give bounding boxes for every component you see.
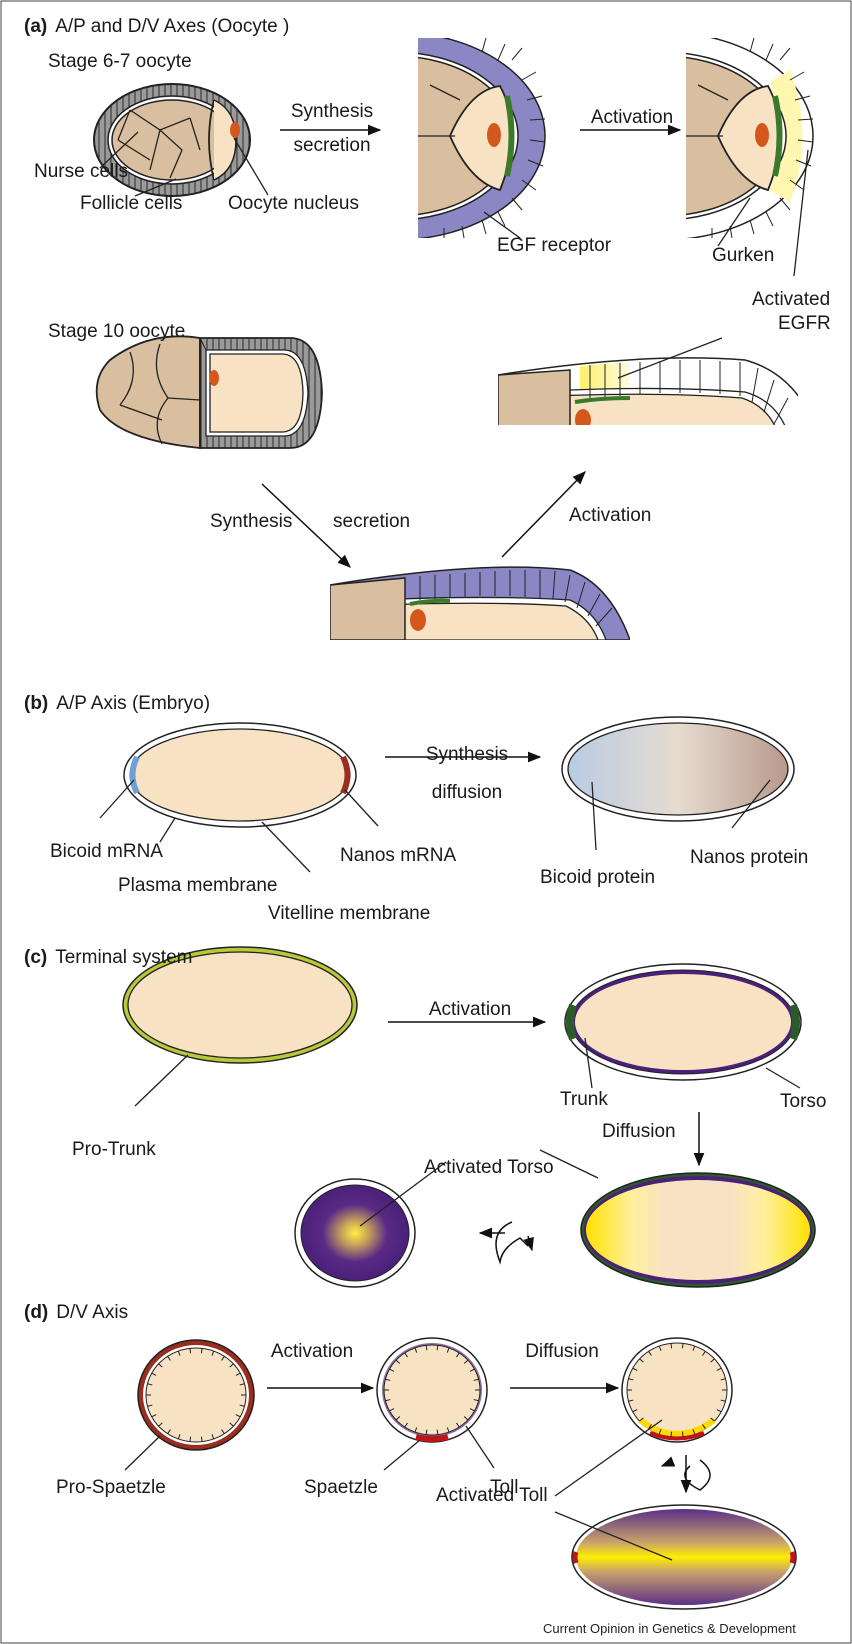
membrane-tick — [426, 1430, 427, 1435]
membrane-tick — [426, 1345, 427, 1350]
panel-c-tag: (c) — [24, 947, 47, 968]
synthesis-a-label: Synthesis — [291, 102, 373, 123]
activation-d-label: Activation — [271, 1342, 353, 1363]
oocyte-nucleus-label: Oocyte nucleus — [228, 194, 359, 215]
membrane-tick — [437, 1345, 438, 1350]
panel-b-title: (b) A/P Axis (Embryo) — [24, 694, 210, 715]
spaetzle-label: Spaetzle — [304, 1478, 378, 1499]
embryo-mrna — [124, 723, 356, 827]
stage10-egf-receptor-detail — [330, 567, 630, 640]
synthesis-a2-label: Synthesis — [210, 512, 292, 533]
torso-label: Torso — [780, 1092, 826, 1113]
activation-c-label: Activation — [429, 1000, 511, 1021]
secretion-a-label: secretion — [293, 136, 370, 157]
activated-toll-label: Activated Toll — [436, 1486, 548, 1507]
activated-egfr-detail — [498, 358, 820, 440]
diffusion-b-label: diffusion — [432, 783, 502, 804]
panel-d-title: (d) D/V Axis — [24, 1303, 128, 1324]
diffusion-c-label: Diffusion — [602, 1122, 676, 1143]
panel-c-title-text: Terminal system — [55, 947, 192, 968]
pro-spaetzle-label: Pro-Spaetzle — [56, 1478, 166, 1499]
nurse-cells-label: Nurse cells — [34, 162, 128, 183]
bicoid-mrna-label: Bicoid mRNA — [50, 842, 163, 863]
vitelline-membrane-label: Vitelline membrane — [268, 904, 430, 925]
membrane-tick — [437, 1430, 438, 1435]
embryo-proteins — [562, 717, 794, 821]
activation-a-label: Activation — [591, 108, 673, 129]
trunk-label: Trunk — [560, 1090, 608, 1111]
activated-torso-label: Activated Torso — [424, 1158, 554, 1179]
gurken-detail — [513, 32, 813, 240]
activated-toll-section — [622, 1338, 732, 1442]
bicoid-protein-label: Bicoid protein — [540, 868, 655, 889]
activation-a2-label: Activation — [569, 506, 651, 527]
panel-a-title-text: A/P and D/V Axes (Oocyte ) — [55, 16, 289, 37]
membrane-tick — [190, 1348, 191, 1353]
diffusion-d-label: Diffusion — [525, 1342, 599, 1363]
nanos-mrna-label: Nanos mRNA — [340, 846, 456, 867]
membrane-tick — [671, 1432, 672, 1437]
cross-section-torso — [295, 1179, 415, 1287]
credit-line: Current Opinion in Genetics & Developmen… — [543, 1621, 796, 1636]
panel-d-title-text: D/V Axis — [56, 1302, 128, 1323]
membrane-tick — [682, 1343, 683, 1348]
secretion-a2-label: secretion — [333, 512, 410, 533]
panel-b-title-text: A/P Axis (Embryo) — [56, 693, 210, 714]
pro-trunk-label: Pro-Trunk — [72, 1140, 156, 1161]
nanos-protein-label: Nanos protein — [690, 848, 808, 869]
activated-egfr-label-1: Activated — [752, 290, 830, 311]
membrane-tick — [671, 1343, 672, 1348]
stage67-label: Stage 6-7 oocyte — [48, 52, 192, 73]
membrane-tick — [682, 1432, 683, 1437]
panel-d-tag: (d) — [24, 1302, 48, 1323]
panel-b-tag: (b) — [24, 693, 48, 714]
spaetzle-toll-section — [377, 1338, 487, 1442]
membrane-tick — [201, 1348, 202, 1353]
follicle-cells-label: Follicle cells — [80, 194, 182, 215]
rotation-icon-d — [662, 1455, 710, 1492]
gurken-label: Gurken — [712, 246, 774, 267]
rotation-icon-c — [480, 1222, 532, 1262]
embryo-activated-torso — [581, 1173, 815, 1287]
synthesis-b-label: Synthesis — [426, 745, 508, 766]
pro-spaetzle-section — [138, 1340, 254, 1450]
membrane-tick — [201, 1437, 202, 1442]
panel-c-title: (c) Terminal system — [24, 948, 192, 969]
embryo-torso — [565, 964, 801, 1080]
stage10-label: Stage 10 oocyte — [48, 322, 185, 343]
plasma-membrane-label: Plasma membrane — [118, 876, 277, 897]
panel-a-tag: (a) — [24, 16, 47, 37]
embryo-activated-toll — [572, 1505, 796, 1609]
egf-receptor-label: EGF receptor — [497, 236, 611, 257]
panel-a-title: (a) A/P and D/V Axes (Oocyte ) — [24, 17, 289, 38]
activated-egfr-label-2: EGFR — [778, 314, 831, 335]
membrane-tick — [190, 1437, 191, 1442]
stage10-oocyte — [97, 336, 322, 448]
